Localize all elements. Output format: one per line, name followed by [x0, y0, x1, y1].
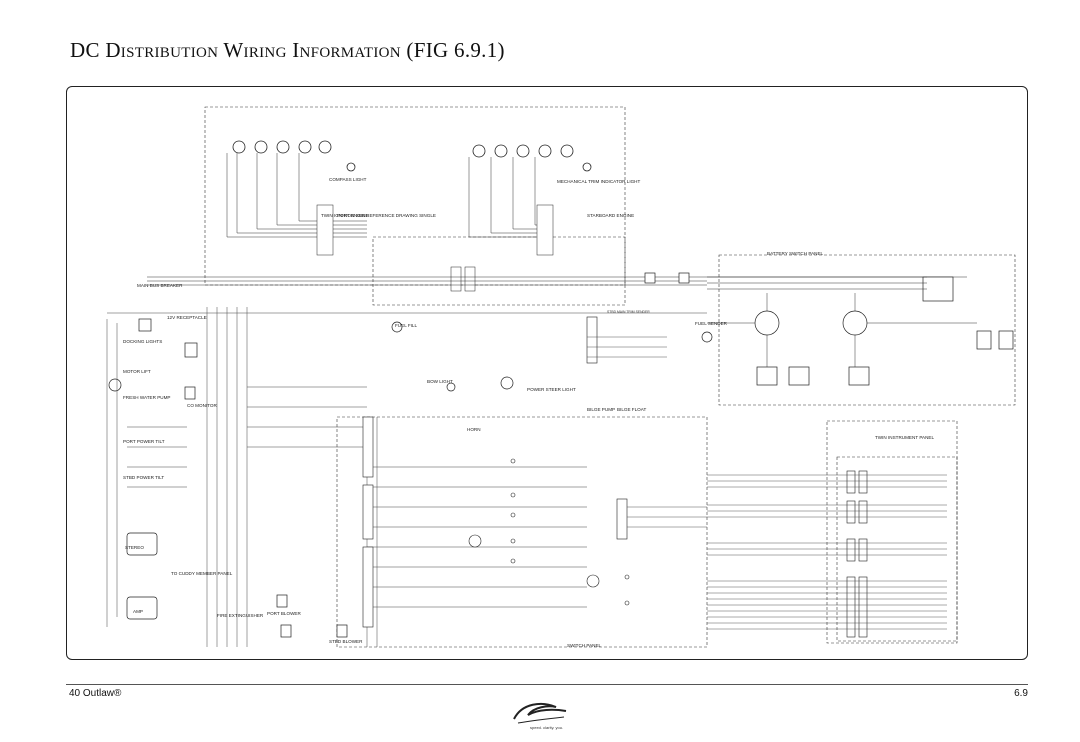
- fresh-water-pump-label: FRESH WATER PUMP: [123, 395, 170, 400]
- battery-wiring: [707, 276, 977, 367]
- bilge-pump-label: BILGE PUMP: [587, 407, 615, 412]
- twin-ignition-note-label: TWIN IGNITION SEE REFERENCE DRAWING SING…: [321, 213, 436, 218]
- motor-lift-label: MOTOR LIFT: [123, 369, 151, 374]
- stbd-power-tilt-label: STBD POWER TILT: [123, 475, 164, 480]
- wiring-diagram: MAIN BUS BREAKER BATTERY SWITCH PANEL TW…: [66, 86, 1028, 660]
- trim-indicator-light-label: MECHANICAL TRIM INDICATOR LIGHT: [557, 179, 640, 184]
- instrument-enclosure-left: [826, 420, 958, 644]
- co-monitor-label: CO MONITOR: [187, 403, 217, 408]
- trim-sender-label: STBD MAIN TRIM SENDER: [607, 310, 650, 314]
- switch-panel-label: SWITCH PANEL: [567, 643, 602, 648]
- engine-harnesses: [147, 153, 967, 292]
- bilge-float-label: BILGE FLOAT: [617, 407, 646, 412]
- port-engine-label: PORT ENGINE: [337, 213, 368, 218]
- main-bus-breaker-label: MAIN BUS BREAKER: [137, 283, 183, 288]
- stbd-gauges: [472, 144, 592, 172]
- engine-harness-enclosure: [204, 106, 626, 286]
- port-blower-label: PORT BLOWER: [267, 611, 301, 616]
- instrument-wiring: [587, 336, 947, 630]
- twelve-v-receptacle-label: 12V RECEPTACLE: [167, 315, 207, 320]
- battery-panel: [644, 272, 1014, 386]
- starboard-engine-label: STARBOARD ENGINE: [587, 213, 634, 218]
- switch-banks: [362, 316, 868, 638]
- page-title: DC Distribution Wiring Information (FIG …: [70, 38, 505, 62]
- switch-symbols: [468, 458, 630, 606]
- port-gauges: [232, 140, 356, 172]
- footer-rule: [66, 684, 1028, 685]
- port-power-tilt-label: PORT POWER TILT: [123, 439, 165, 444]
- brand-tagline: speed. clarity. you.: [530, 725, 563, 730]
- page-number: 6.9: [1014, 688, 1028, 699]
- fire-extinguisher-label: FIRE EXTINGUISHER: [217, 613, 264, 618]
- battery-switch-panel-label: BATTERY SWITCH PANEL: [767, 251, 824, 256]
- brand-logo: speed. clarity. you.: [513, 702, 567, 730]
- fuel-sender-label: FUEL SENDER: [695, 321, 728, 326]
- ignition-enclosure: [372, 236, 626, 306]
- to-cuddy-member-panel-label: TO CUDDY MEMBER PANEL: [171, 571, 233, 576]
- power-steer-light-label: POWER STEER LIGHT: [527, 387, 576, 392]
- wiring-diagram-canvas: MAIN BUS BREAKER BATTERY SWITCH PANEL TW…: [106, 106, 1016, 648]
- amp-label: AMP: [133, 609, 143, 614]
- switch-panel-enclosure: [336, 416, 708, 648]
- stbd-blower-label: STBD BLOWER: [329, 639, 363, 644]
- fuel-fill-label: FUEL FILL: [395, 323, 417, 328]
- left-components: [108, 318, 713, 638]
- stereo-label: STEREO: [125, 545, 144, 550]
- left-harness: [106, 307, 707, 647]
- twin-instrument-panel-label: TWIN INSTRUMENT PANEL: [875, 435, 934, 440]
- docking-lights-label: DOCKING LIGHTS: [123, 339, 162, 344]
- compass-light-label: COMPASS LIGHT: [329, 177, 367, 182]
- bow-light-label: BOW LIGHT: [427, 379, 453, 384]
- horn-label: HORN: [467, 427, 481, 432]
- model-label: 40 Outlaw®: [69, 688, 122, 699]
- battery-enclosure: [718, 254, 1016, 406]
